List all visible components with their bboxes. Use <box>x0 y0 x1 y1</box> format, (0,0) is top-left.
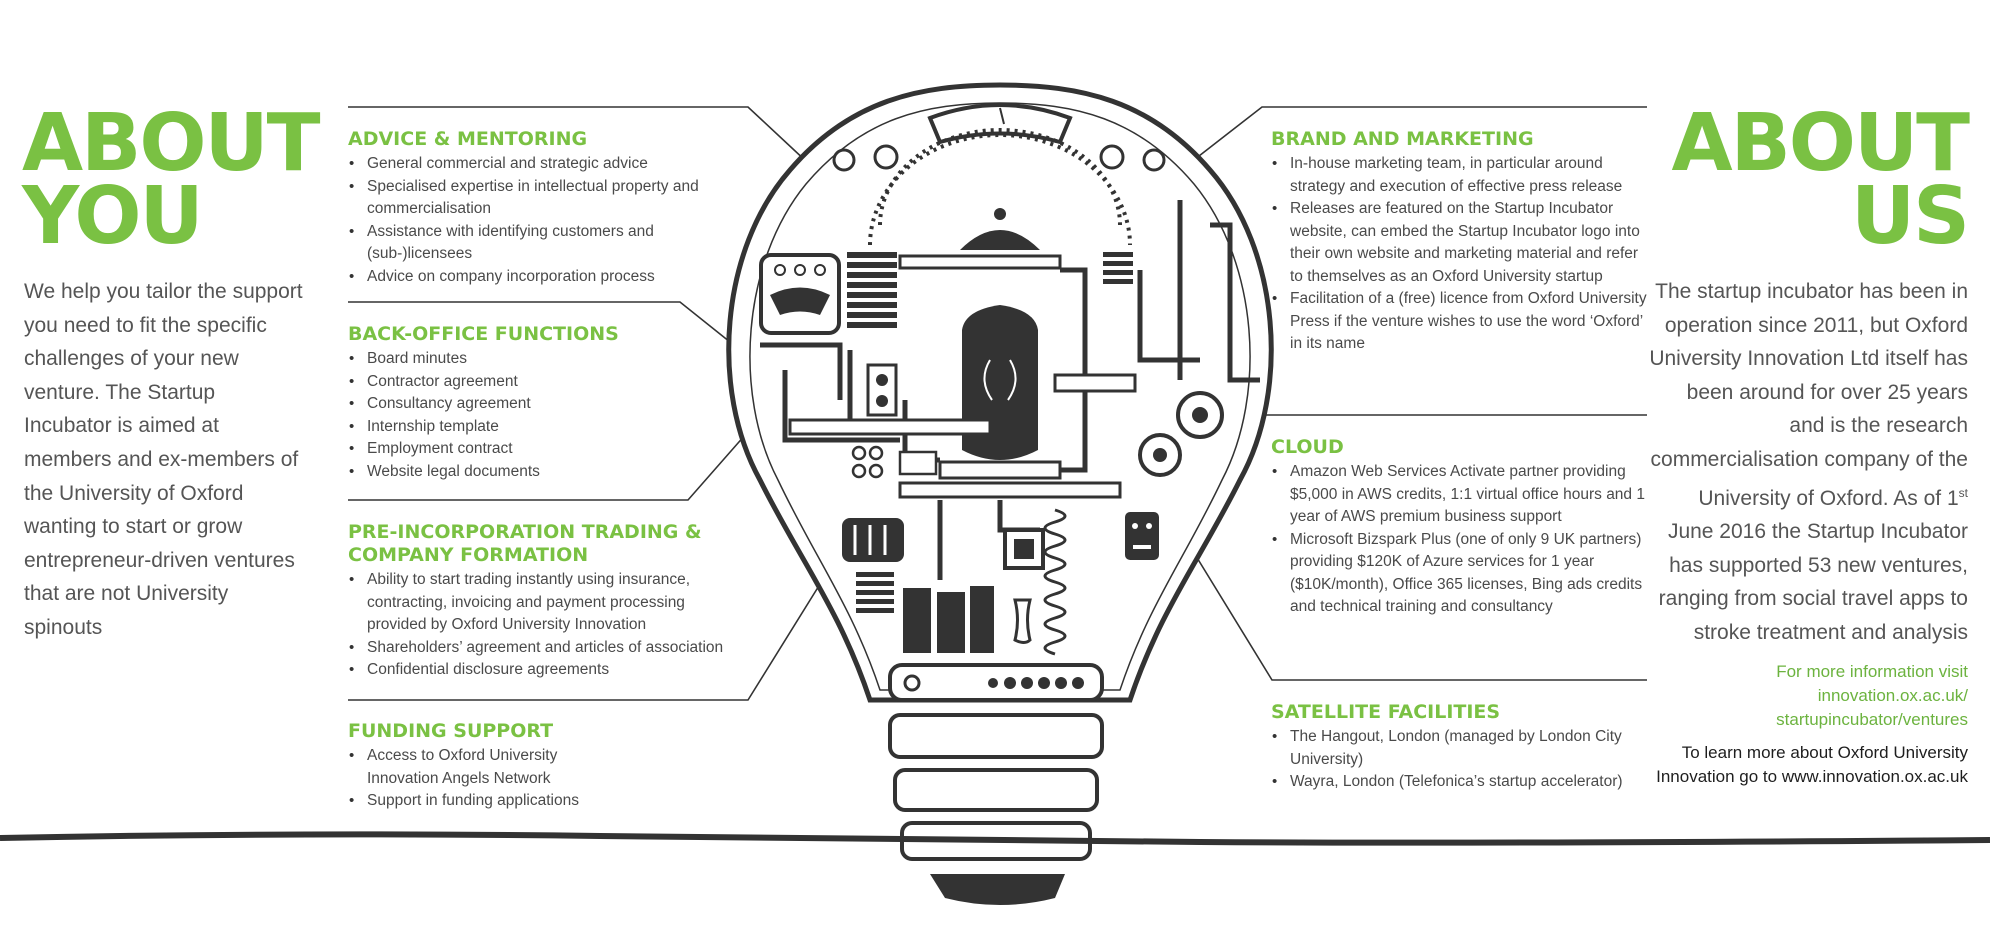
list-item: Microsoft Bizspark Plus (one of only 9 U… <box>1272 529 1651 619</box>
list-item: Consultancy agreement <box>349 393 758 416</box>
list-item: Internship template <box>349 416 758 439</box>
list-item: In-house marketing team, in particular a… <box>1272 153 1651 198</box>
list-item: Assistance with identifying customers an… <box>349 221 758 266</box>
list-item: Advice on company incorporation process <box>349 266 758 289</box>
list-item: Facilitation of a (free) licence from Ox… <box>1272 288 1651 356</box>
about-us-body-part2: June 2016 the Startup Incubator has supp… <box>1658 520 1968 644</box>
section-title: BRAND AND MARKETING <box>1271 128 1534 150</box>
about-us-body: The startup incubator has been in operat… <box>1648 275 1968 650</box>
list-item: Support in funding applications <box>349 790 608 813</box>
section-title: CLOUD <box>1271 436 1344 458</box>
more-info-link[interactable]: For more information visit innovation.ox… <box>1776 662 1968 729</box>
about-you-title-line2: YOU <box>22 170 204 262</box>
section-funding-support: FUNDING SUPPORT Access to Oxford Univers… <box>348 720 608 813</box>
list-item: Employment contract <box>349 438 758 461</box>
section-title: SATELLITE FACILITIES <box>1271 701 1501 723</box>
list-item: Board minutes <box>349 348 758 371</box>
about-us-title: ABOUT US <box>1671 97 1970 262</box>
list-item: Wayra, London (Telefonica’s startup acce… <box>1272 771 1631 794</box>
about-you-title-line1: ABOUT <box>22 97 321 189</box>
section-title: FUNDING SUPPORT <box>348 720 554 742</box>
section-brand-marketing: BRAND AND MARKETING In-house marketing t… <box>1271 128 1651 356</box>
list-item: The Hangout, London (managed by London C… <box>1272 726 1631 771</box>
list-item: Access to Oxford University Innovation A… <box>349 745 608 790</box>
list-item: General commercial and strategic advice <box>349 153 758 176</box>
section-cloud: CLOUD Amazon Web Services Activate partn… <box>1271 436 1651 619</box>
innovation-link[interactable]: To learn more about Oxford University In… <box>1656 743 1968 786</box>
about-you-title: ABOUT YOU <box>22 97 321 262</box>
about-us-body-part1: The startup incubator has been in operat… <box>1649 280 1968 510</box>
about-you-body: We help you tailor the support you need … <box>24 280 303 639</box>
section-title: PRE-INCORPORATION TRADING & COMPANY FORM… <box>348 521 702 566</box>
section-title: BACK-OFFICE FUNCTIONS <box>348 323 619 345</box>
list-item: Releases are featured on the Startup Inc… <box>1272 198 1651 288</box>
list-item: Amazon Web Services Activate partner pro… <box>1272 461 1651 529</box>
section-satellite-facilities: SATELLITE FACILITIES The Hangout, London… <box>1271 701 1631 794</box>
list-item: Contractor agreement <box>349 371 758 394</box>
section-pre-incorporation: PRE-INCORPORATION TRADING & COMPANY FORM… <box>348 521 738 682</box>
list-item: Specialised expertise in intellectual pr… <box>349 176 758 221</box>
list-item: Shareholders’ agreement and articles of … <box>349 637 738 660</box>
about-us-body-sup: st <box>1958 485 1968 500</box>
about-us-title-line1: ABOUT <box>1671 97 1970 189</box>
about-us-title-line2: US <box>1850 170 1970 262</box>
section-title: ADVICE & MENTORING <box>348 128 588 150</box>
list-item: Ability to start trading instantly using… <box>349 569 738 637</box>
section-back-office: BACK-OFFICE FUNCTIONS Board minutes Cont… <box>348 323 758 483</box>
list-item: Confidential disclosure agreements <box>349 659 738 682</box>
section-advice-mentoring: ADVICE & MENTORING General commercial an… <box>348 128 758 288</box>
list-item: Website legal documents <box>349 461 758 484</box>
